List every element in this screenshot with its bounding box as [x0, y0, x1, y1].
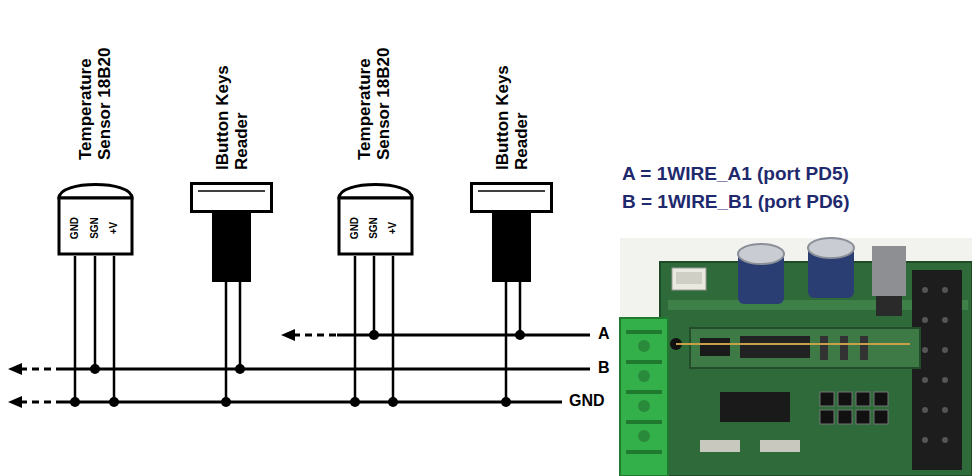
ibutton-outline [470, 182, 553, 282]
pin-name: GND [349, 208, 361, 248]
pin-name: SGN [368, 208, 380, 248]
component-title: IButton Keys Reader [213, 30, 251, 170]
port-note: A = 1WIRE_A1 (port PD5) [622, 163, 849, 185]
signal-name: B [598, 359, 610, 377]
pin-name: SGN [89, 208, 101, 248]
component-leads [75, 256, 520, 402]
component-title: Temperature Sensor 18B20 [355, 20, 393, 160]
junction-dots [70, 330, 525, 407]
sensor-outline [57, 176, 134, 256]
pcb-photo [620, 238, 972, 476]
component-title: Temperature Sensor 18B20 [76, 20, 114, 160]
bus-arrowheads [8, 329, 295, 408]
pin-name: +V [108, 208, 120, 248]
pin-name: +V [387, 208, 399, 248]
signal-name: A [598, 325, 610, 343]
ibutton-reader: IButton Keys Reader [190, 182, 273, 282]
temperature-sensor: Temperature Sensor 18B20GNDSGN+V [57, 176, 134, 256]
signal-name: GND [569, 392, 605, 410]
component-title: IButton Keys Reader [493, 30, 531, 170]
sensor-outline [337, 176, 414, 256]
pin-name: GND [69, 208, 81, 248]
bus-wires [20, 335, 590, 402]
port-note: B = 1WIRE_B1 (port PD6) [622, 191, 850, 213]
ibutton-reader: IButton Keys Reader [470, 182, 553, 282]
ibutton-outline [190, 182, 273, 282]
temperature-sensor: Temperature Sensor 18B20GNDSGN+V [337, 176, 414, 256]
